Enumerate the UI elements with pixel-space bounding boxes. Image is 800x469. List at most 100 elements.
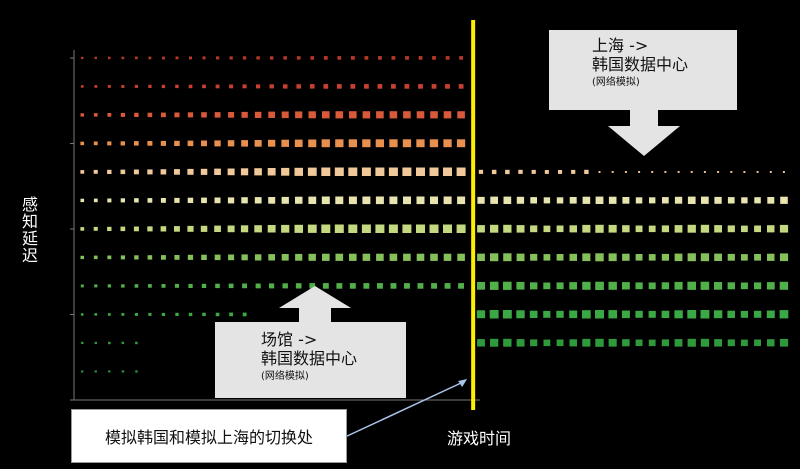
point-s0-y9-22 bbox=[375, 139, 384, 148]
point-s0-y4-12 bbox=[242, 283, 247, 289]
point-s1-y6-8 bbox=[582, 224, 591, 233]
point-s0-y11-19 bbox=[336, 84, 342, 89]
point-s0-y11-28 bbox=[458, 84, 464, 89]
point-s1-y8-12 bbox=[638, 171, 641, 173]
point-s0-y7-17 bbox=[308, 196, 317, 204]
point-s0-y8-9 bbox=[200, 168, 208, 175]
point-s0-y6-23 bbox=[388, 224, 398, 233]
point-s0-y11-10 bbox=[215, 84, 220, 89]
point-s0-y7-12 bbox=[241, 197, 248, 204]
point-s1-y5-1 bbox=[490, 253, 499, 262]
point-s0-y11-0 bbox=[80, 85, 84, 88]
point-s1-y8-3 bbox=[518, 169, 523, 174]
point-s1-y5-13 bbox=[648, 254, 656, 261]
point-s1-y5-18 bbox=[714, 253, 722, 261]
point-s0-y7-2 bbox=[107, 198, 112, 203]
point-s0-y9-14 bbox=[268, 139, 276, 147]
point-s0-y5-25 bbox=[416, 253, 425, 261]
point-s0-y3-0 bbox=[80, 313, 84, 316]
point-s0-y8-2 bbox=[107, 169, 112, 174]
point-s0-y11-9 bbox=[202, 84, 206, 89]
point-s0-y4-16 bbox=[295, 283, 302, 289]
point-s1-y3-6 bbox=[556, 310, 564, 318]
point-s0-y10-15 bbox=[281, 111, 289, 119]
point-s1-y8-4 bbox=[531, 169, 536, 174]
point-s0-y8-24 bbox=[402, 167, 412, 176]
point-s1-y4-20 bbox=[740, 282, 748, 290]
point-s0-y8-10 bbox=[214, 168, 221, 175]
callout-shanghai-to-korea: 上海 -> 韩国数据中心 (网络模拟) bbox=[549, 30, 737, 110]
point-s1-y5-20 bbox=[741, 254, 748, 261]
point-s1-y5-4 bbox=[530, 253, 538, 261]
point-s0-y4-25 bbox=[417, 283, 424, 289]
point-s0-y12-15 bbox=[283, 56, 287, 60]
point-s1-y8-13 bbox=[651, 171, 654, 173]
point-s1-y2-19 bbox=[727, 339, 735, 347]
point-s0-y5-6 bbox=[161, 255, 166, 260]
point-s1-y5-8 bbox=[582, 253, 591, 262]
point-s1-y7-6 bbox=[556, 197, 564, 204]
point-s0-y5-23 bbox=[389, 253, 398, 261]
point-s0-y7-27 bbox=[443, 196, 452, 205]
point-s0-y6-11 bbox=[227, 225, 235, 233]
point-s1-y6-13 bbox=[648, 225, 656, 233]
point-s0-y4-4 bbox=[134, 284, 139, 288]
point-s0-y9-13 bbox=[254, 140, 262, 147]
down-arrow-icon bbox=[608, 110, 680, 156]
point-s0-y10-8 bbox=[187, 112, 194, 118]
point-s0-y5-13 bbox=[254, 254, 262, 261]
point-s0-y5-9 bbox=[201, 254, 207, 260]
point-s0-y8-0 bbox=[80, 170, 85, 174]
point-s0-y5-27 bbox=[443, 253, 452, 261]
point-s0-y8-25 bbox=[416, 167, 425, 176]
point-s1-y6-6 bbox=[556, 225, 564, 233]
point-s0-y5-18 bbox=[322, 253, 330, 261]
point-s0-y4-13 bbox=[255, 283, 261, 289]
point-s0-y10-14 bbox=[268, 111, 275, 118]
point-s0-y7-14 bbox=[268, 197, 276, 204]
point-s0-y8-8 bbox=[187, 168, 194, 175]
point-s1-y8-22 bbox=[769, 171, 772, 173]
point-s0-y11-18 bbox=[323, 84, 329, 89]
point-s0-y6-3 bbox=[120, 226, 126, 232]
point-s1-y5-14 bbox=[661, 253, 669, 261]
point-s1-y4-17 bbox=[700, 281, 710, 290]
point-s0-y9-16 bbox=[294, 139, 303, 147]
point-s1-y6-5 bbox=[543, 225, 551, 233]
point-s1-y8-21 bbox=[756, 171, 759, 173]
point-s0-y10-11 bbox=[228, 112, 235, 118]
point-s0-y12-25 bbox=[418, 56, 423, 60]
point-s1-y4-12 bbox=[635, 282, 643, 290]
point-s0-y10-9 bbox=[201, 112, 207, 118]
point-s1-y7-22 bbox=[767, 197, 775, 204]
point-s0-y10-3 bbox=[120, 112, 125, 117]
point-s1-y2-11 bbox=[622, 339, 630, 347]
point-s0-y9-27 bbox=[443, 139, 452, 148]
point-s1-y2-20 bbox=[741, 339, 748, 347]
point-s1-y4-7 bbox=[569, 282, 577, 290]
point-s1-y2-3 bbox=[516, 339, 525, 347]
point-s0-y11-16 bbox=[296, 84, 301, 89]
point-s0-y4-2 bbox=[107, 284, 111, 288]
point-s0-y3-12 bbox=[242, 312, 247, 317]
point-s0-y2-3 bbox=[121, 341, 125, 345]
point-s0-y4-3 bbox=[121, 284, 125, 288]
point-s1-y5-22 bbox=[767, 253, 775, 261]
point-s1-y5-9 bbox=[595, 253, 604, 262]
point-s1-y7-5 bbox=[543, 197, 551, 204]
point-s0-y6-26 bbox=[429, 224, 439, 233]
y-axis-label: 感知延迟 bbox=[19, 196, 38, 264]
point-s0-y4-24 bbox=[404, 283, 410, 289]
point-s0-y6-15 bbox=[281, 224, 290, 233]
point-s0-y9-24 bbox=[402, 139, 412, 148]
point-s0-y4-26 bbox=[431, 283, 437, 289]
point-s0-y6-19 bbox=[334, 224, 344, 233]
point-s0-y9-17 bbox=[308, 139, 317, 148]
point-s1-y8-10 bbox=[611, 171, 614, 173]
point-s0-y4-10 bbox=[215, 283, 220, 289]
point-s0-y12-28 bbox=[459, 56, 463, 60]
point-s1-y2-1 bbox=[490, 338, 499, 347]
point-s1-y6-19 bbox=[727, 225, 735, 233]
point-s0-y12-9 bbox=[202, 56, 206, 60]
point-s0-y6-8 bbox=[187, 225, 194, 232]
